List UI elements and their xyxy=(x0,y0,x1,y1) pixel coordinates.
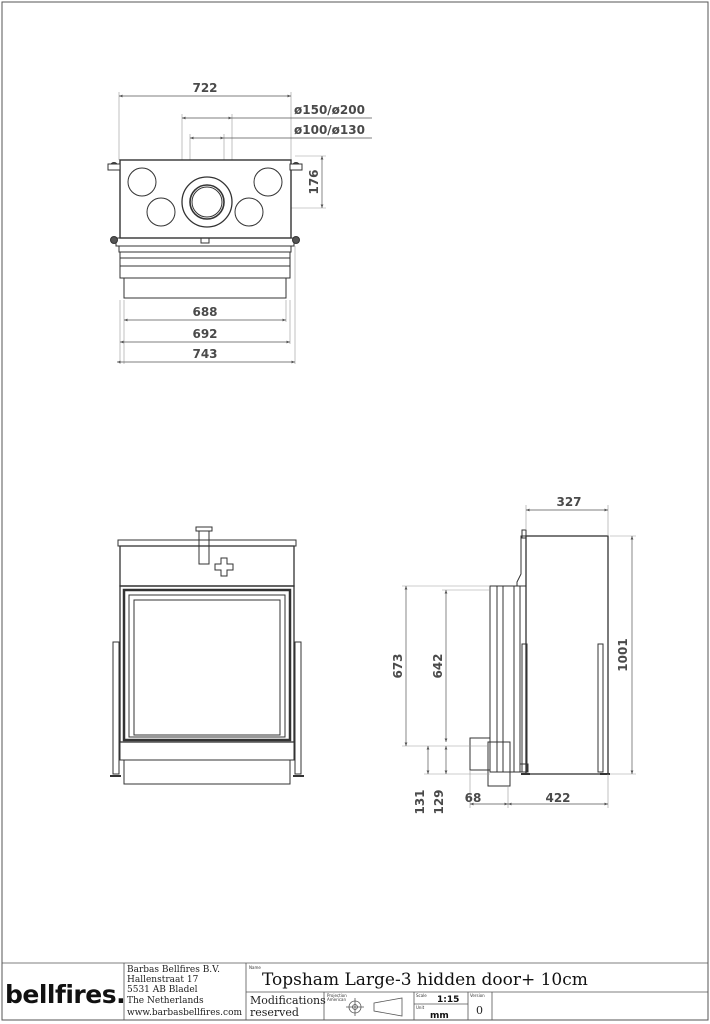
side-view-dimensions xyxy=(402,505,636,808)
dim-692: 692 xyxy=(192,327,217,341)
dim-flue-outer: ø150/ø200 xyxy=(294,103,365,117)
dim-743: 743 xyxy=(192,347,217,361)
company-address-line1: Hallenstraat 17 xyxy=(127,975,199,985)
dim-642: 642 xyxy=(431,653,445,678)
unit-value: mm xyxy=(430,1011,449,1021)
projection-label-line2: American xyxy=(327,997,347,1002)
dim-131: 131 xyxy=(413,789,427,814)
top-view xyxy=(107,92,326,299)
version-value: 0 xyxy=(476,1004,483,1017)
modifications-line2: reserved xyxy=(250,1006,299,1019)
bellfires-logo: bellfires. xyxy=(5,980,125,1009)
product-name: Topsham Large-3 hidden door+ 10cm xyxy=(262,970,588,990)
dim-327: 327 xyxy=(556,495,581,509)
company-website: www.barbasbellfires.com xyxy=(127,1008,242,1018)
dim-68: 68 xyxy=(465,791,482,805)
dim-673: 673 xyxy=(391,653,405,678)
version-label: Version xyxy=(470,993,485,998)
dim-422: 422 xyxy=(545,791,570,805)
dim-flue-inner: ø100/ø130 xyxy=(294,123,365,137)
side-view xyxy=(469,529,610,787)
scale-value: 1:15 xyxy=(437,995,459,1005)
dim-176: 176 xyxy=(307,169,321,194)
dim-1001: 1001 xyxy=(616,638,630,671)
projection-label-line1: Projection xyxy=(327,993,347,998)
top-view-labels: 722 ø150/ø200 ø100/ø130 176 688 692 743 xyxy=(192,81,365,361)
modifications-line1: Modifications xyxy=(250,994,326,1007)
name-label: Name xyxy=(249,965,261,970)
unit-label: Unit xyxy=(416,1005,425,1010)
dim-722: 722 xyxy=(192,81,217,95)
side-view-labels: 327 1001 673 642 131 129 68 422 xyxy=(391,495,630,815)
company-address-line2: 5531 AB Bladel xyxy=(127,985,198,995)
front-view xyxy=(110,526,304,785)
company-name: Barbas Bellfires B.V. xyxy=(127,965,220,975)
title-block xyxy=(2,962,708,1020)
top-view-dimensions xyxy=(117,94,372,364)
scale-label: Scale xyxy=(416,993,427,998)
dim-688: 688 xyxy=(192,305,217,319)
company-country: The Netherlands xyxy=(127,996,204,1006)
dim-129: 129 xyxy=(432,789,446,814)
title-block-text: bellfires. Barbas Bellfires B.V. Hallens… xyxy=(5,965,588,1021)
